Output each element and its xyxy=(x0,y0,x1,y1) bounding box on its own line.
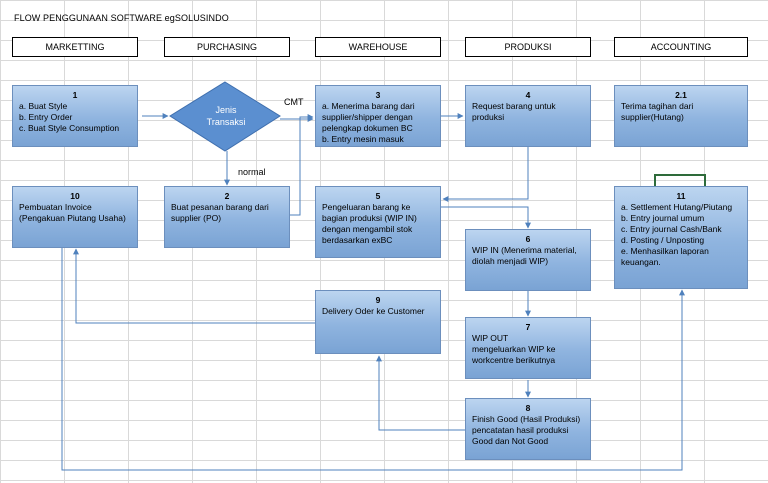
process-number: 7 xyxy=(525,322,531,332)
process-number: 6 xyxy=(525,234,531,244)
process-box-11: 11 a. Settlement Hutang/Piutang b. Entry… xyxy=(614,186,748,289)
process-text: Request barang untuk produksi xyxy=(472,101,556,122)
process-number: 11 xyxy=(676,191,686,201)
process-text: a. Settlement Hutang/Piutang b. Entry jo… xyxy=(621,202,733,267)
decision-label: Jenis Transaksi xyxy=(206,105,246,127)
arrow-10-to-11 xyxy=(61,246,685,471)
process-text: Pembuatan Invoice (Pengakuan Piutang Usa… xyxy=(19,202,126,223)
process-text: Finish Good (Hasil Produksi) pencatatan … xyxy=(472,414,581,446)
process-box-8: 8 Finish Good (Hasil Produksi) pencatata… xyxy=(465,398,591,460)
arrow-4-to-5 xyxy=(442,147,529,202)
decision-diamond xyxy=(169,81,281,152)
process-text: Pengeluaran barang ke bagian produksi (W… xyxy=(322,202,417,245)
process-number: 1 xyxy=(72,90,78,100)
process-number: 10 xyxy=(70,191,80,201)
lane-header-accounting: ACCOUNTING xyxy=(614,37,748,57)
process-text: a. Buat Style b. Entry Order c. Buat Sty… xyxy=(19,101,120,133)
process-box-6: 6 WIP IN (Menerima material, diolah menj… xyxy=(465,229,591,291)
lane-header-warehouse: WAREHOUSE xyxy=(315,37,441,57)
process-box-5: 5 Pengeluaran barang ke bagian produksi … xyxy=(315,186,441,258)
process-number: 3 xyxy=(375,90,381,100)
lane-header-produksi: PRODUKSI xyxy=(465,37,591,57)
process-number: 2.1 xyxy=(675,90,687,100)
process-number: 5 xyxy=(375,191,381,201)
process-text: Buat pesanan barang dari supplier (PO) xyxy=(171,202,269,223)
arrow-2-to-3 xyxy=(290,114,314,216)
process-text: Terima tagihan dari supplier(Hutang) xyxy=(621,101,694,122)
box-11-bracket xyxy=(654,174,706,186)
process-box-3: 3 a. Menerima barang dari supplier/shipp… xyxy=(315,85,441,147)
branch-label-cmt: CMT xyxy=(284,97,304,107)
process-box-2-1: 2.1 Terima tagihan dari supplier(Hutang) xyxy=(614,85,748,147)
process-box-7: 7 WIP OUT mengeluarkan WIP ke workcentre… xyxy=(465,317,591,379)
process-box-9: 9 Delivery Oder ke Customer xyxy=(315,290,441,354)
process-box-1: 1 a. Buat Style b. Entry Order c. Buat S… xyxy=(12,85,138,147)
page-title: FLOW PENGGUNAAN SOFTWARE egSOLUSINDO xyxy=(14,13,229,23)
process-box-4: 4 Request barang untuk produksi xyxy=(465,85,591,147)
process-number: 4 xyxy=(525,90,531,100)
lane-header-marketting: MARKETTING xyxy=(12,37,138,57)
branch-label-normal: normal xyxy=(238,167,266,177)
process-text: a. Menerima barang dari supplier/shipper… xyxy=(322,101,415,144)
arrow-8-to-9 xyxy=(376,355,465,431)
process-text: WIP OUT mengeluarkan WIP ke workcentre b… xyxy=(472,333,556,365)
arrow-5-to-6 xyxy=(441,206,531,229)
arrow-9-to-10 xyxy=(73,248,315,324)
lane-header-purchasing: PURCHASING xyxy=(164,37,290,57)
process-box-2: 2 Buat pesanan barang dari supplier (PO) xyxy=(164,186,290,248)
process-number: 8 xyxy=(525,403,531,413)
process-number: 2 xyxy=(224,191,230,201)
process-box-10: 10 Pembuatan Invoice (Pengakuan Piutang … xyxy=(12,186,138,248)
process-text: Delivery Oder ke Customer xyxy=(322,306,425,316)
process-text: WIP IN (Menerima material, diolah menjad… xyxy=(472,245,577,266)
process-number: 9 xyxy=(375,295,381,305)
